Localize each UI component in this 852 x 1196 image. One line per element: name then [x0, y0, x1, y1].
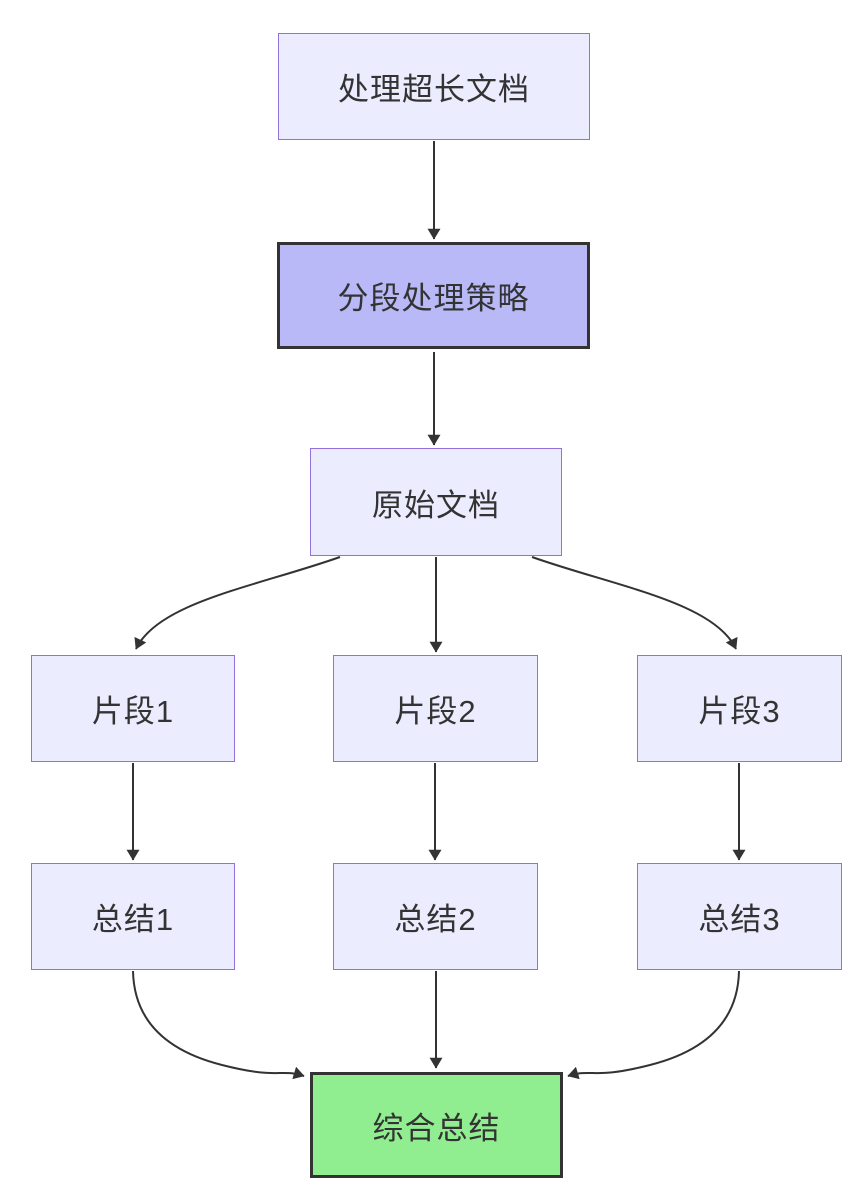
node-label: 总结2	[394, 902, 477, 937]
node-label: 片段1	[91, 694, 175, 729]
edge-source-frag1	[134, 556, 341, 650]
node-label: 总结1	[91, 902, 175, 937]
node-segmentation-strategy: 分段处理策略	[277, 242, 590, 349]
node-label: 综合总结	[372, 1110, 501, 1146]
node-combined-summary: 综合总结	[310, 1072, 563, 1178]
node-process-long-document: 处理超长文档	[278, 33, 590, 140]
node-label: 原始文档	[372, 487, 500, 523]
node-fragment-2: 片段2	[333, 655, 538, 762]
node-label: 分段处理策略	[337, 281, 530, 316]
node-summary-1: 总结1	[31, 863, 235, 970]
edge-source-frag3	[531, 556, 738, 650]
node-label: 总结3	[698, 902, 781, 937]
edge-sum1-final	[132, 970, 305, 1080]
node-summary-2: 总结2	[333, 863, 538, 970]
edge-sum3-final	[567, 970, 740, 1080]
node-label: 处理超长文档	[338, 72, 530, 107]
node-fragment-3: 片段3	[637, 655, 842, 762]
node-label: 片段2	[394, 694, 477, 729]
node-original-document: 原始文档	[310, 448, 562, 556]
node-summary-3: 总结3	[637, 863, 842, 970]
node-label: 片段3	[698, 694, 781, 729]
node-fragment-1: 片段1	[31, 655, 235, 762]
